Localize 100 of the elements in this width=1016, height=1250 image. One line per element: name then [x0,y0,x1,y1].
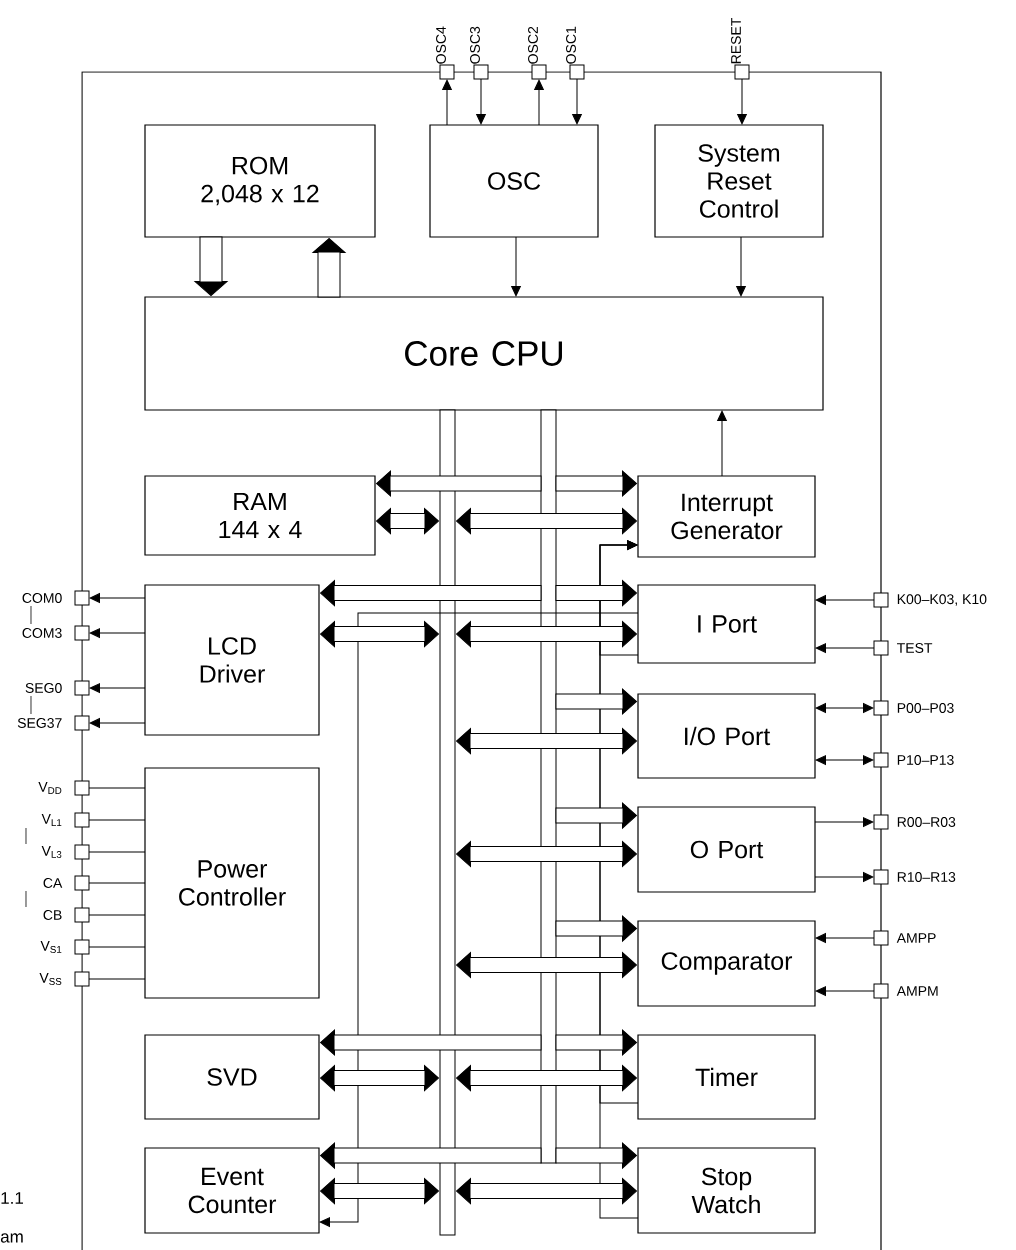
node-label: OSC2 [528,26,538,64]
node-label: OSC4 [436,26,446,64]
node-label: SEG37 [17,718,62,728]
function-block: Event Counter [144,1147,320,1234]
pin-terminal: CB [43,907,90,923]
bus-arrow [555,470,637,497]
bus-arrow [194,236,228,296]
node-label: COM0 [22,593,62,603]
function-block: System Reset Control [654,124,824,238]
function-block: OSC [429,124,599,238]
function-block: SVD [144,1034,320,1120]
signal-arrow [815,703,874,713]
node-label: RESET [731,17,741,64]
bus-arrow [376,470,542,497]
bus-arrow [320,580,542,606]
signal-arrow [717,410,727,477]
function-block: ROM 2,048 x 12 [144,124,376,238]
bus-arrow [456,1065,637,1091]
signal-arrow [815,643,875,653]
bus-arrow [555,1029,637,1056]
function-block: I/O Port [637,693,816,779]
bus-arrow [320,1029,542,1056]
signal-line [88,851,146,853]
pin-terminal: R10–R13 [873,869,956,885]
node-label: V$_{DD}$ [38,782,62,794]
pin-terminal: R00–R03 [873,814,956,830]
node-label: COM3 [22,628,62,638]
pin-terminal: TEST [873,640,933,656]
pin-terminal: AMPM [873,983,938,999]
function-block: Stop Watch [637,1147,816,1234]
node-label: P00–P03 [897,703,954,713]
function-block: Interrupt Generator [637,475,816,558]
pin-terminal: OSC4 [436,26,455,80]
signal-arrow [89,718,146,728]
signal-line [88,946,146,948]
bus-arrow [555,915,637,942]
pin-terminal: COM3 [22,625,90,641]
pin-terminal: V$_{DD}$ [38,780,90,796]
node-label: SEG0 [25,683,62,693]
node-label: R10–R13 [897,872,956,882]
signal-arrow [89,628,146,638]
bus-arrow [320,621,439,647]
bus-arrow [456,728,637,754]
bus-arrow [555,1142,637,1169]
bus-arrow [555,688,637,715]
caption-fragment: am [0,1233,23,1243]
function-block: Power Controller [144,767,320,999]
signal-arrow [737,78,747,125]
node-label: V$_{L3}$ [41,846,62,858]
pin-terminal: RESET [731,17,750,80]
pin-terminal: OSC3 [470,26,489,80]
signal-arrow [89,593,146,603]
signal-arrow [511,236,521,297]
function-block: LCD Driver [144,584,320,736]
bus-arrow [456,508,637,534]
pin-terminal: V$_{S1}$ [40,939,90,955]
pin-terminal: SEG0 [25,680,90,696]
bus-arrow [320,1065,439,1091]
pin-terminal: V$_{SS}$ [39,971,90,987]
node-label: V$_{S1}$ [40,941,62,953]
function-block: O Port [637,806,816,893]
signal-line [88,882,146,884]
signal-arrow [815,755,874,765]
pin-terminal: AMPP [873,930,936,946]
caption-fragment: 1.1 [1,1192,23,1204]
bus-arrow [320,1142,542,1169]
signal-arrow [572,78,582,125]
bus-arrow [456,621,637,647]
signal-arrow [89,683,146,693]
signal-line [88,978,146,980]
pin-terminal: COM0 [22,590,90,606]
node-label: V$_{SS}$ [39,973,62,985]
signal-arrow [815,933,875,943]
pin-terminal: V$_{L1}$ [41,812,90,828]
node-label: V$_{L1}$ [41,814,62,826]
function-block: Timer [637,1034,816,1120]
node-label: R00–R03 [897,817,956,827]
node-label: CB [43,910,62,920]
pin-terminal: V$_{L3}$ [41,844,90,860]
signal-line [88,787,146,789]
pin-terminal: P00–P03 [873,700,954,716]
pin-terminal: P10–P13 [873,752,954,768]
node-label: K00–K03, K10 [897,594,987,606]
signal-arrow [534,79,544,126]
node-label: OSC3 [470,26,480,64]
pin-terminal: OSC1 [566,26,585,80]
signal-arrow [815,595,875,605]
signal-arrow [442,79,452,126]
bus-arrow [320,1178,439,1204]
pin-terminal: SEG37 [17,715,90,731]
function-block: Core CPU [144,296,824,411]
bus-arrow [312,238,346,298]
bus-arrow [456,841,637,867]
bus-arrow [555,580,637,606]
bus-arrow [456,1178,637,1204]
signal-arrow [814,817,874,827]
pin-terminal: CA [43,875,90,891]
node-label: P10–P13 [897,755,954,765]
function-block: Comparator [637,920,816,1007]
bus-arrow [555,802,637,829]
